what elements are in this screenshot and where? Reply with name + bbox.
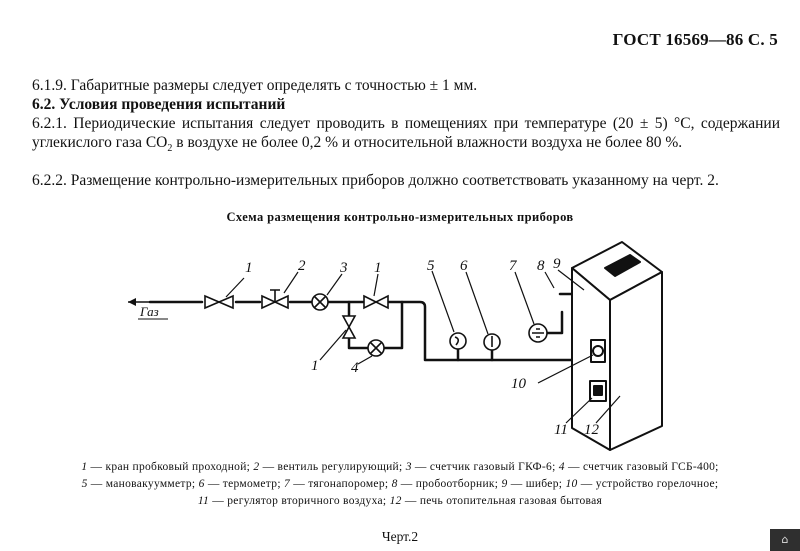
co2-subscript: 2 [167, 143, 173, 155]
gas-inlet-arrow-icon [128, 298, 136, 306]
label-8: 8 [537, 258, 545, 274]
label-11: 11 [554, 422, 568, 438]
legend-num: 5 [81, 478, 88, 490]
gas-stove-12 [571, 241, 663, 451]
paragraph-6-2-1: 6.2.1. Периодические испытания следует п… [32, 114, 780, 158]
legend-num: 8 [391, 478, 398, 490]
label-4: 4 [351, 360, 359, 376]
legend-line-1: 1 — кран пробковый проходной; 2 — вентил… [0, 459, 800, 476]
paragraph-6-2-1-part-a: 6.2.1. Периодические испытания следует п… [32, 115, 780, 151]
label-10: 10 [511, 376, 527, 392]
gas-label: Газ [139, 304, 159, 319]
legend-num: 12 [389, 495, 402, 507]
label-2: 2 [298, 258, 306, 274]
draught-gauge-7-icon [528, 323, 548, 343]
top-vent-icon [604, 254, 641, 277]
label-1c: 1 [311, 358, 319, 374]
legend-text: — шибер; [507, 478, 566, 490]
legend-num: 11 [197, 495, 210, 507]
label-3: 3 [339, 260, 348, 276]
legend-text: — счетчик газовый ГСБ-400; [564, 461, 719, 473]
legend-text: — печь отопительная газовая бытовая [401, 495, 603, 507]
legend: 1 — кран пробковый проходной; 2 — вентил… [0, 459, 800, 510]
paragraph-6-1-9: 6.1.9. Габаритные размеры следует опреде… [32, 77, 478, 94]
legend-num: 1 [81, 461, 88, 473]
legend-num: 6 [198, 478, 205, 490]
scheme-title: Схема размещения контрольно-измерительны… [226, 210, 574, 224]
legend-text: — вентиль регулирующий; [259, 461, 406, 473]
legend-text: — тягонапоромер; [290, 478, 392, 490]
label-12: 12 [584, 422, 600, 438]
plug-valve-1-icon [204, 294, 234, 310]
legend-num: 7 [284, 478, 291, 490]
home-icon[interactable]: ⌂ [770, 529, 800, 551]
legend-num: 4 [558, 461, 565, 473]
legend-line-2: 5 — мановакуумметр; 6 — термометр; 7 — т… [0, 476, 800, 493]
plug-valve-1c-icon [341, 315, 357, 339]
legend-text: — термометр; [204, 478, 284, 490]
burner-device-10-icon [592, 345, 604, 357]
legend-text: — устройство горелочное; [577, 478, 719, 490]
manovacuummeter-5-icon [449, 332, 467, 350]
legend-num: 2 [253, 461, 260, 473]
legend-num: 9 [501, 478, 508, 490]
regulating-valve-2-icon [261, 289, 289, 310]
legend-text: — счетчик газовый ГКФ-6; [411, 461, 559, 473]
gas-meter-4-icon [367, 339, 385, 357]
thermometer-6-icon [483, 333, 501, 351]
figure-caption: Черт.2 [381, 529, 419, 544]
legend-text: — пробоотборник; [397, 478, 502, 490]
label-7: 7 [509, 258, 518, 274]
legend-line-3: 11 — регулятор вторичного воздуха; 12 — … [0, 493, 800, 510]
plug-valve-1b-icon [363, 294, 389, 310]
label-1a: 1 [245, 260, 253, 276]
legend-num: 3 [405, 461, 412, 473]
legend-text: — кран пробковый проходной; [87, 461, 254, 473]
section-title-6-2: 6.2. Условия проведения испытаний [32, 96, 286, 113]
gas-meter-3-icon [311, 293, 329, 311]
label-1b: 1 [374, 260, 382, 276]
legend-num: 10 [565, 478, 578, 490]
paragraph-6-2-2: 6.2.2. Размещение контрольно-измерительн… [32, 172, 719, 189]
label-6: 6 [460, 258, 468, 274]
paragraph-6-2-1-part-b: в воздухе не более 0,2 % и относительной… [172, 134, 683, 151]
page-header: ГОСТ 16569—86 С. 5 [612, 30, 778, 49]
legend-text: — регулятор вторичного воздуха; [209, 495, 390, 507]
legend-text: — мановакуумметр; [87, 478, 199, 490]
label-5: 5 [427, 258, 435, 274]
label-9: 9 [553, 256, 561, 272]
